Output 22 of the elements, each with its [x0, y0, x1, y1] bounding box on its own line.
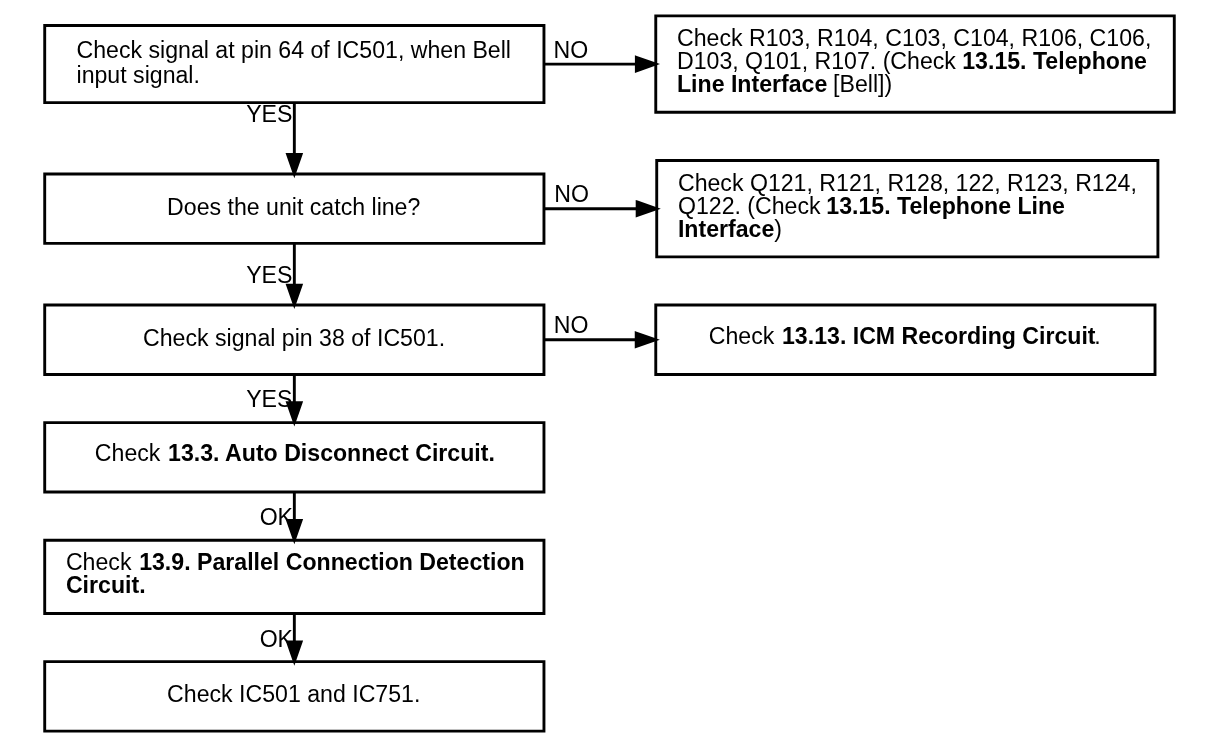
edge-label: YES — [246, 386, 293, 413]
arrow — [285, 614, 304, 666]
arrow — [544, 331, 660, 349]
arrow — [544, 199, 661, 218]
node-box: Check signal at pin 64 of IC501, when Bell input signal. — [43, 24, 546, 105]
node-box: Check 13.13. ICM Recording Circuit. — [654, 303, 1157, 376]
arrow — [285, 102, 304, 179]
node-box: Check signal pin 38 of IC501. — [43, 303, 546, 376]
node-box: Check Q121, R121, R128, 122, R123, R124, Q122. (Check 13.15. Telephone Line Interface) — [655, 159, 1160, 259]
node-box: Does the unit catch line? — [43, 172, 546, 245]
edge-label: NO — [553, 36, 589, 63]
arrow — [285, 243, 304, 309]
node-box: Check 13.3. Auto Disconnect Circuit. — [43, 421, 546, 494]
edge-label: NO — [553, 312, 589, 339]
edge-label: YES — [246, 262, 293, 289]
arrow — [544, 55, 660, 73]
edge-label: NO — [554, 181, 589, 208]
arrow — [285, 375, 304, 427]
arrow — [285, 492, 304, 545]
node-box: Check R103, R104, C103, C104, R106, C106, D103, Q101, R107. (Check 13.15. Telephone Line Interface [Bell]) — [654, 14, 1176, 114]
node-box: Check 13.9. Parallel Connection Detection Circuit. — [43, 538, 546, 615]
node-box: Check IC501 and IC751. — [43, 660, 546, 733]
